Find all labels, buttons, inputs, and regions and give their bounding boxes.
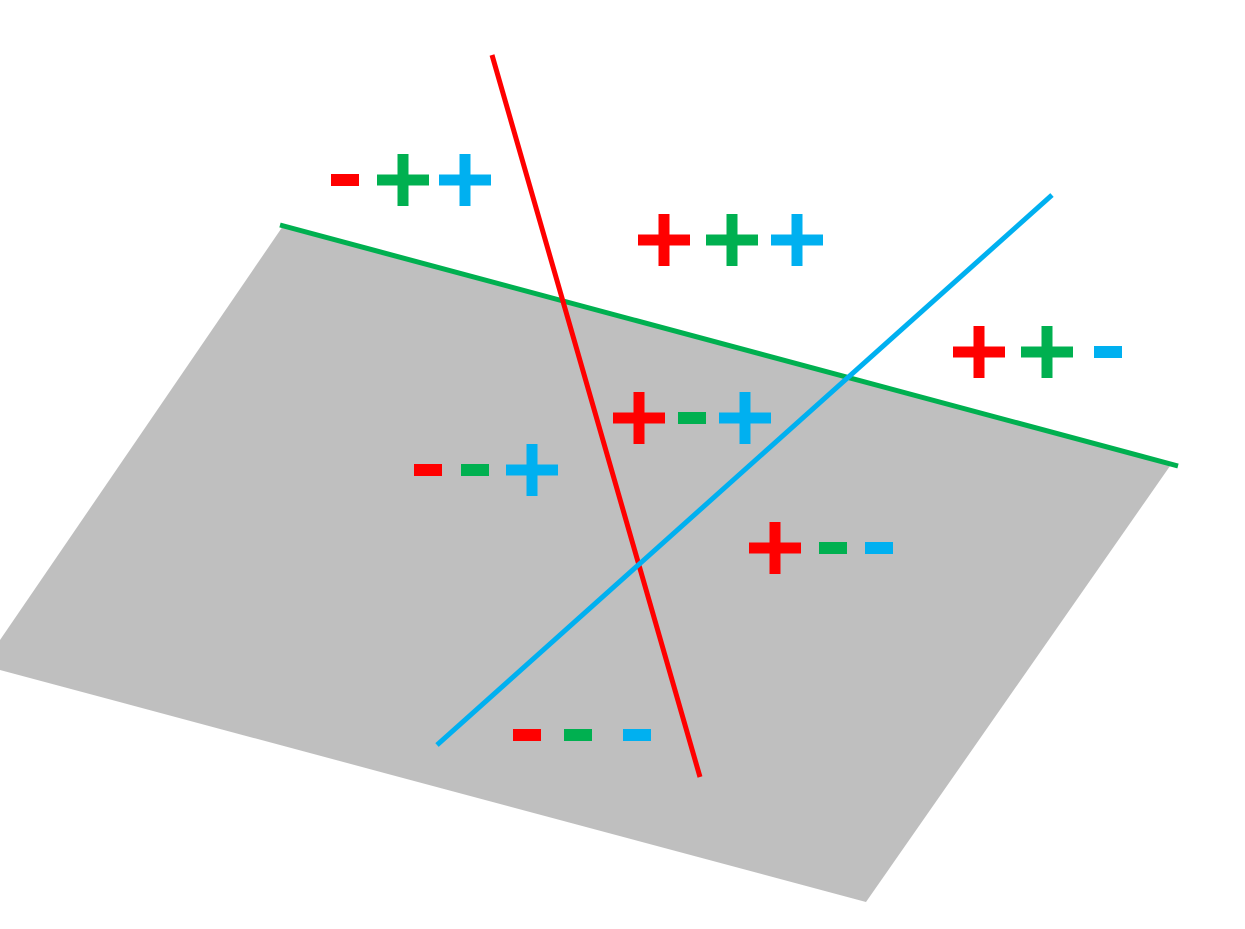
green-line [279,222,1179,469]
blue-line [435,193,1054,747]
minus-sign-blue [623,729,651,741]
minus-sign-blue [865,542,893,554]
plus-sign-blue [439,154,491,206]
region-plus-plus-plus [638,214,823,266]
minus-sign-blue [1094,346,1122,358]
minus-sign-red [513,729,541,741]
plus-sign-green [1021,326,1073,378]
region-plus-minus-plus [613,392,771,444]
plus-sign-blue [719,392,771,444]
plus-sign-red [638,214,690,266]
region-plus-minus-minus [749,522,893,574]
plus-sign-blue [771,214,823,266]
plus-sign-red [613,392,665,444]
minus-sign-green [819,542,847,554]
region-minus-plus-plus [331,154,491,206]
plus-sign-green [377,154,429,206]
plus-sign-red [953,326,1005,378]
plus-sign-green [706,214,758,266]
minus-sign-green [564,729,592,741]
red-line [489,54,703,778]
minus-sign-green [461,464,489,476]
region-labels [331,154,1122,741]
region-minus-minus-minus [513,729,651,741]
minus-sign-green [678,412,706,424]
plus-sign-red [749,522,801,574]
plus-sign-blue [506,444,558,496]
minus-sign-red [331,174,359,186]
minus-sign-red [414,464,442,476]
region-minus-minus-plus [414,444,558,496]
gray-plane [0,226,1170,902]
region-plus-plus-minus [953,326,1122,378]
